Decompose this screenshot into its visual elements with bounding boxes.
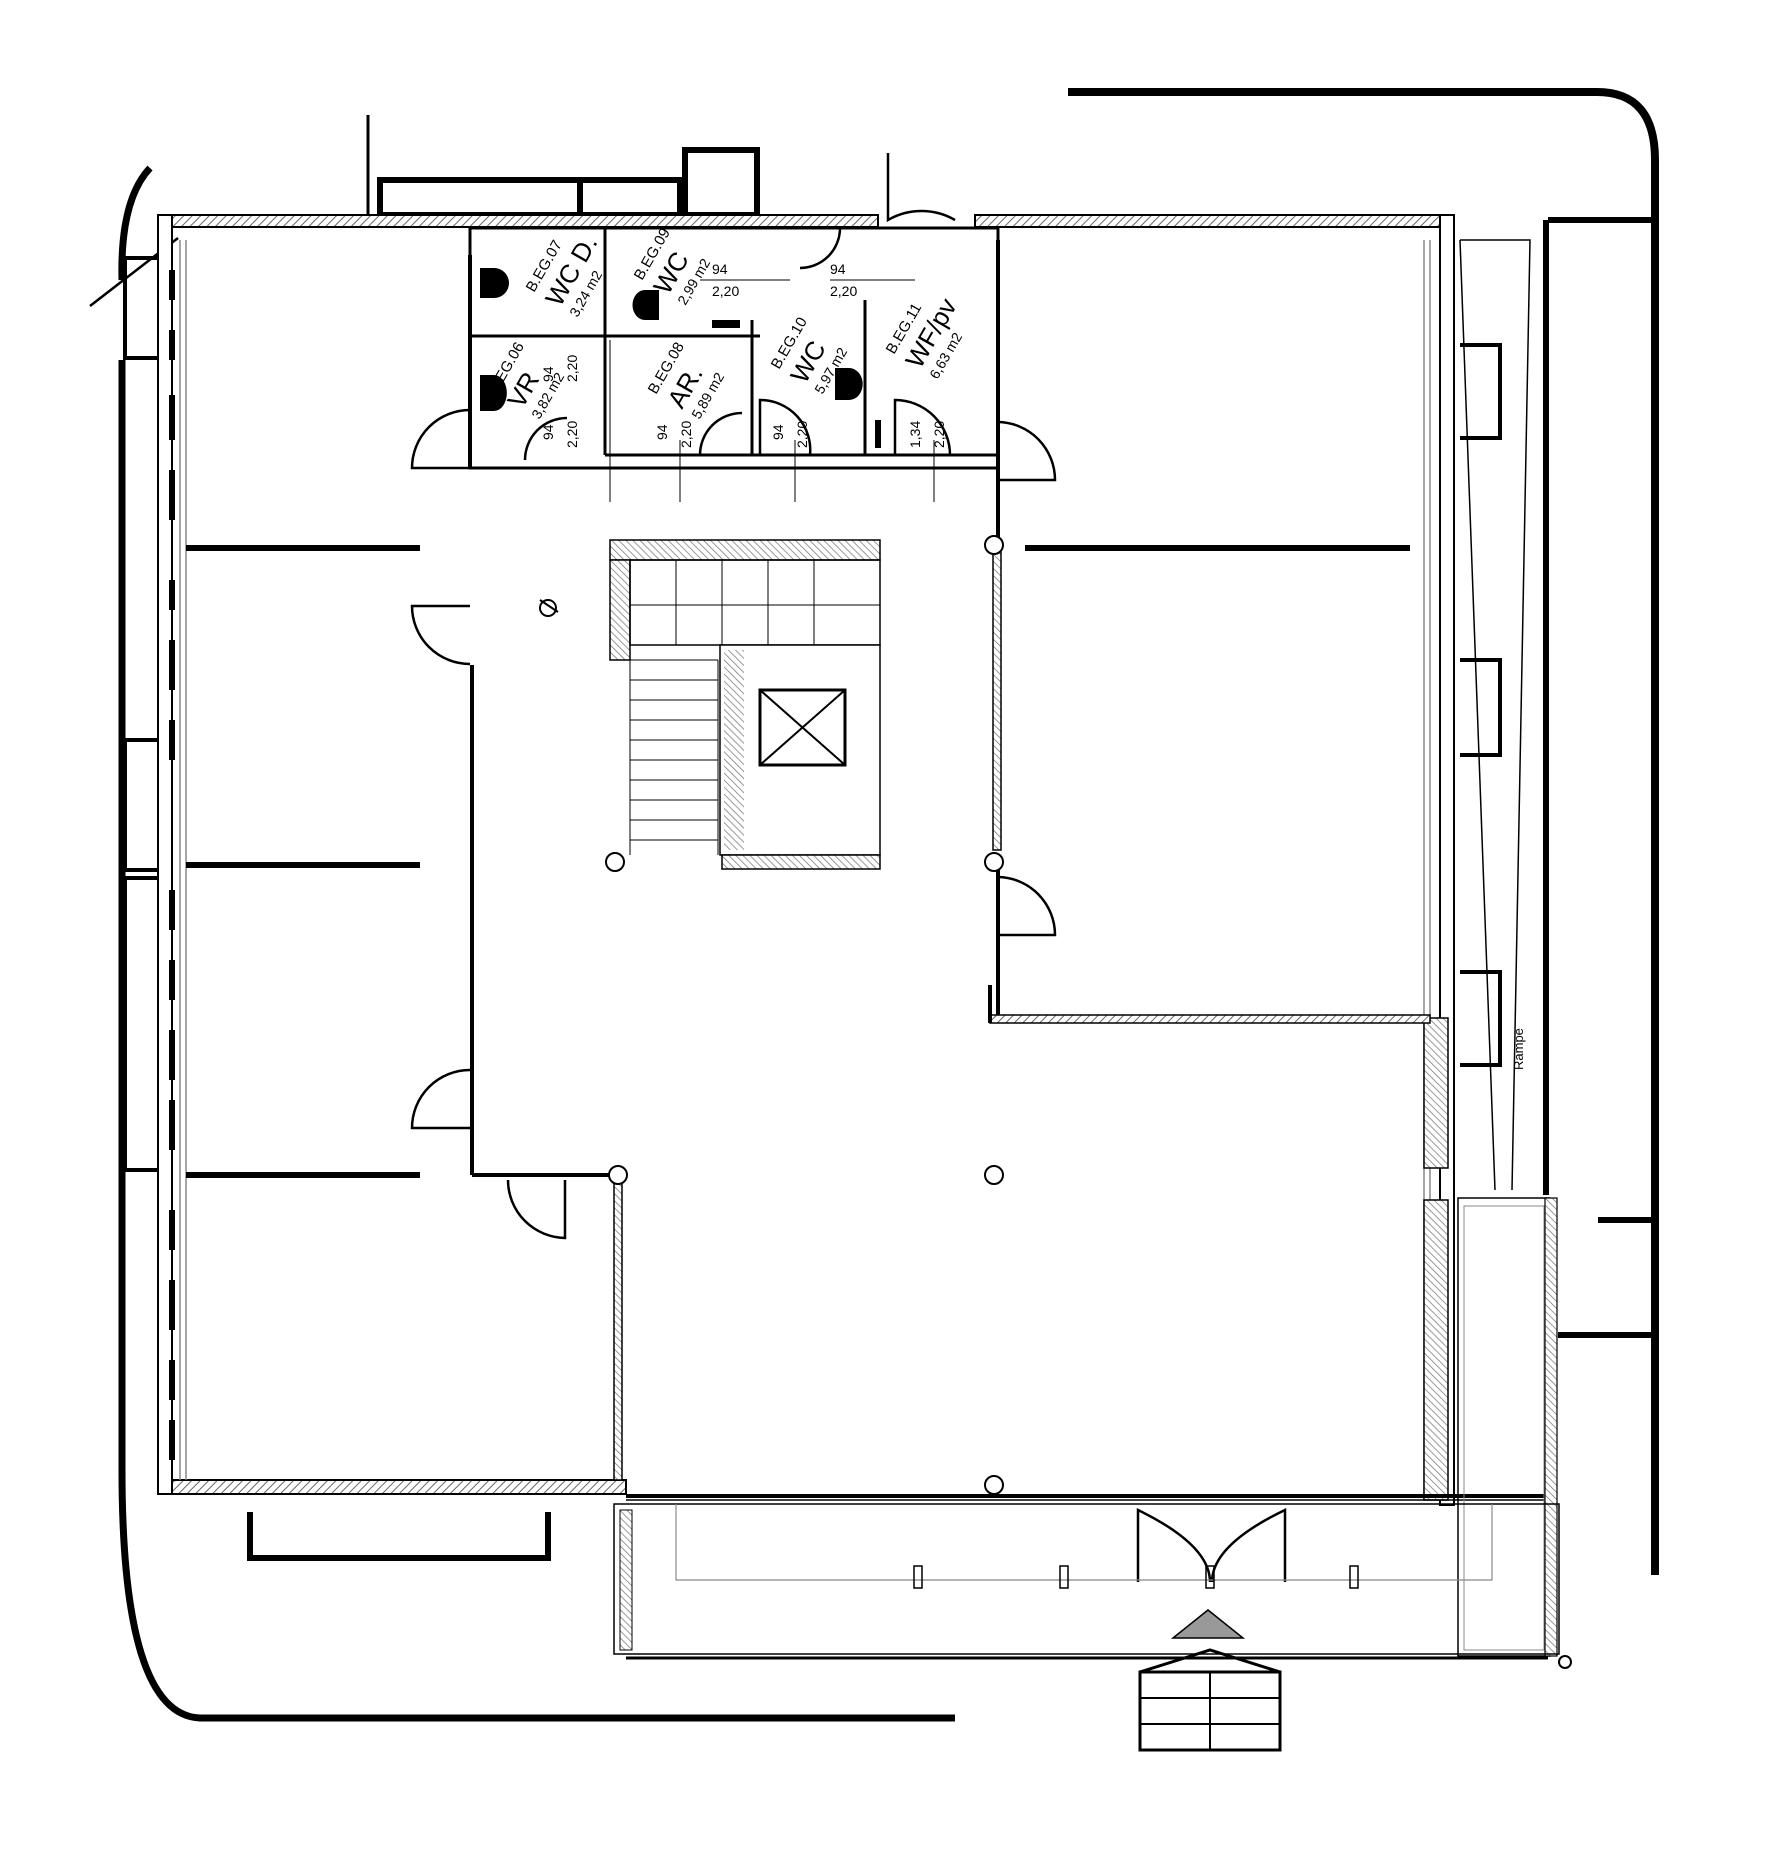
dim-94: 94 xyxy=(540,424,556,440)
dim-220: 2,20 xyxy=(678,421,694,448)
dim-134: 1,34 xyxy=(907,421,923,448)
room-b-eg-11: B.EG.11 WF/pv 6,63 m2 xyxy=(883,293,966,382)
dimension-labels: 94 2,20 94 2,20 94 2,20 94 2,20 94 2,20 … xyxy=(540,261,947,448)
dim-220: 2,20 xyxy=(931,421,947,448)
west-windows xyxy=(123,256,158,1172)
dim-94: 94 xyxy=(712,261,728,277)
entrance-canopy xyxy=(613,1503,1560,1752)
room-b-eg-08: B.EG.08 AR. 5,89 m2 xyxy=(645,339,728,421)
dim-220: 2,20 xyxy=(830,283,857,299)
dimension-lines xyxy=(609,279,935,502)
dim-94: 94 xyxy=(830,261,846,277)
room-b-eg-07: B.EG.07 WC D. 3,24 m2 xyxy=(523,230,606,320)
building-shell xyxy=(157,214,1548,1506)
dim-94: 94 xyxy=(654,424,670,440)
stair-core xyxy=(609,539,881,870)
dim-220: 2,20 xyxy=(564,355,580,382)
dim-94: 94 xyxy=(540,366,556,382)
doors xyxy=(410,153,1287,1583)
columns xyxy=(605,535,1572,1669)
dim-94: 94 xyxy=(770,424,786,440)
site-boundary xyxy=(89,88,1659,1722)
dim-220: 2,20 xyxy=(712,283,739,299)
ramp xyxy=(1457,239,1558,1657)
sink-symbol-icon[interactable] xyxy=(539,599,559,617)
dim-220: 2,20 xyxy=(794,421,810,448)
interior-walls xyxy=(186,226,1431,1481)
dim-220: 2,20 xyxy=(564,421,580,448)
sanitary-fixtures[interactable] xyxy=(480,268,881,448)
rampe-label: Rampe xyxy=(1511,1028,1526,1070)
